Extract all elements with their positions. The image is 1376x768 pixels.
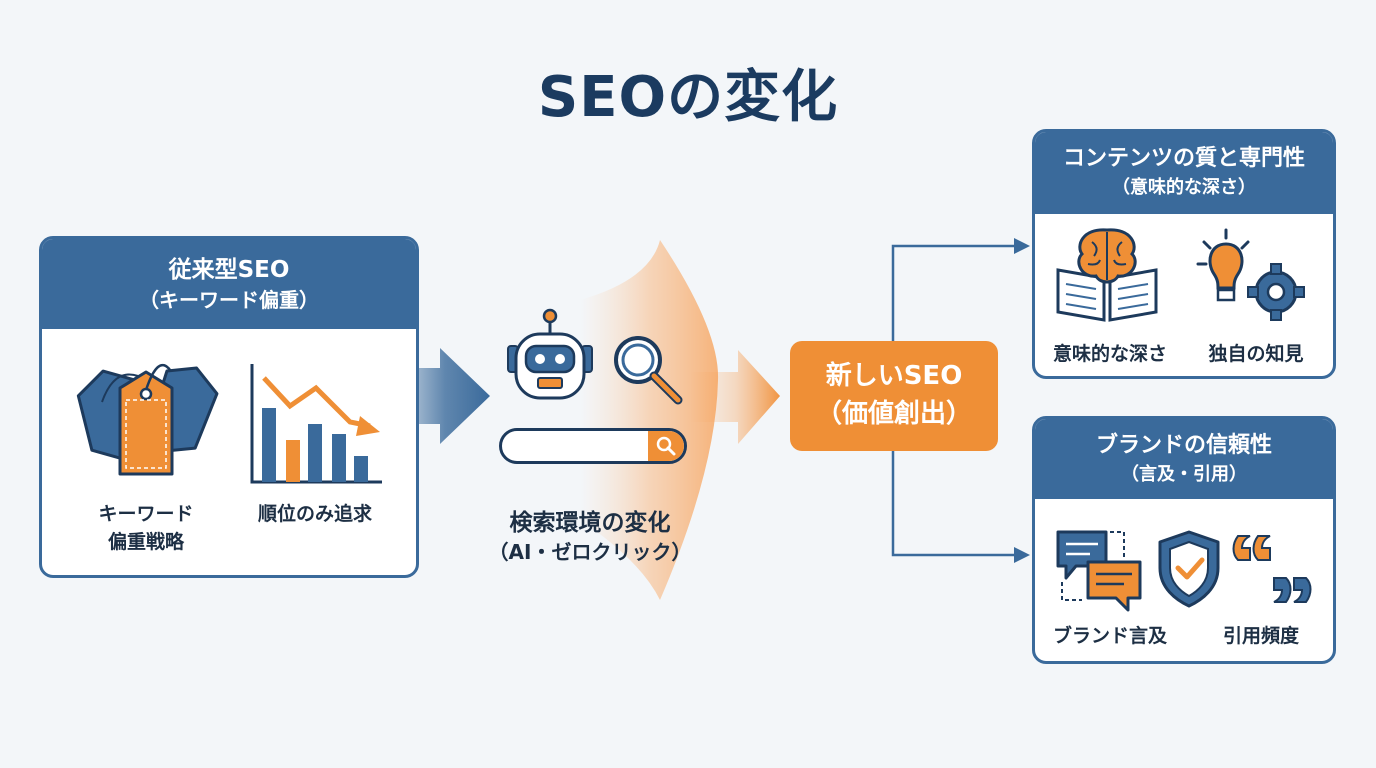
brand-trust-title: ブランドの信頼性: [1095, 433, 1272, 458]
brand-trust-subtitle: （言及・引用）: [1121, 464, 1247, 485]
new-seo-subtitle: （価値創出）: [815, 399, 972, 429]
citation-frequency-label: 引用頻度: [1222, 625, 1299, 647]
traditional-seo-title: 従来型SEO: [168, 257, 290, 283]
content-quality-title: コンテンツの質と専門性: [1062, 146, 1305, 171]
magnifier-icon: [614, 336, 683, 405]
brand-mention-label: ブランド言及: [1052, 625, 1167, 647]
lightbulb-gear-icon: [1196, 228, 1305, 321]
traditional-seo-subtitle: （キーワード偏重）: [139, 288, 319, 312]
search-bar: [499, 428, 687, 464]
content-quality-header: コンテンツの質と専門性 （意味的な深さ）: [1035, 132, 1333, 214]
traditional-seo-header: 従来型SEO （キーワード偏重）: [42, 239, 416, 329]
search-icon: [656, 436, 676, 456]
speech-bubbles-icon: [1056, 530, 1142, 612]
transition-title: 検索環境の変化: [509, 510, 671, 536]
rank-chasing-label: 順位のみ追求: [257, 503, 372, 525]
unique-insight-label: 独自の知見: [1208, 343, 1304, 365]
keyword-strategy-label: キーワード 偏重戦略: [98, 503, 194, 553]
connector-to-brand: [891, 451, 1016, 557]
orange-arrow: [690, 350, 780, 444]
quotes-icon: [1232, 535, 1312, 603]
page-title: SEOの変化: [537, 65, 839, 130]
brand-trust-header: ブランドの信頼性 （言及・引用）: [1035, 419, 1333, 499]
content-quality-subtitle: （意味的な深さ）: [1112, 177, 1256, 198]
search-button: [648, 431, 684, 461]
transition-subtitle: （AI・ゼロクリック）: [488, 540, 692, 564]
semantic-depth-label: 意味的な深さ: [1052, 343, 1167, 365]
tags-icon: [76, 364, 219, 476]
shield-check-icon: [1158, 530, 1220, 608]
connector-arrowhead-top: [1014, 238, 1030, 254]
brain-book-icon: [1056, 228, 1158, 322]
new-seo-title: 新しいSEO: [825, 361, 963, 391]
declining-chart-icon: [250, 364, 382, 484]
robot-icon: [507, 308, 593, 400]
connector-to-quality: [891, 244, 1016, 341]
new-seo-box: 新しいSEO （価値創出）: [790, 341, 998, 451]
connector-arrowhead-bottom: [1014, 547, 1030, 563]
transition-sweep-arrow: [580, 240, 719, 600]
